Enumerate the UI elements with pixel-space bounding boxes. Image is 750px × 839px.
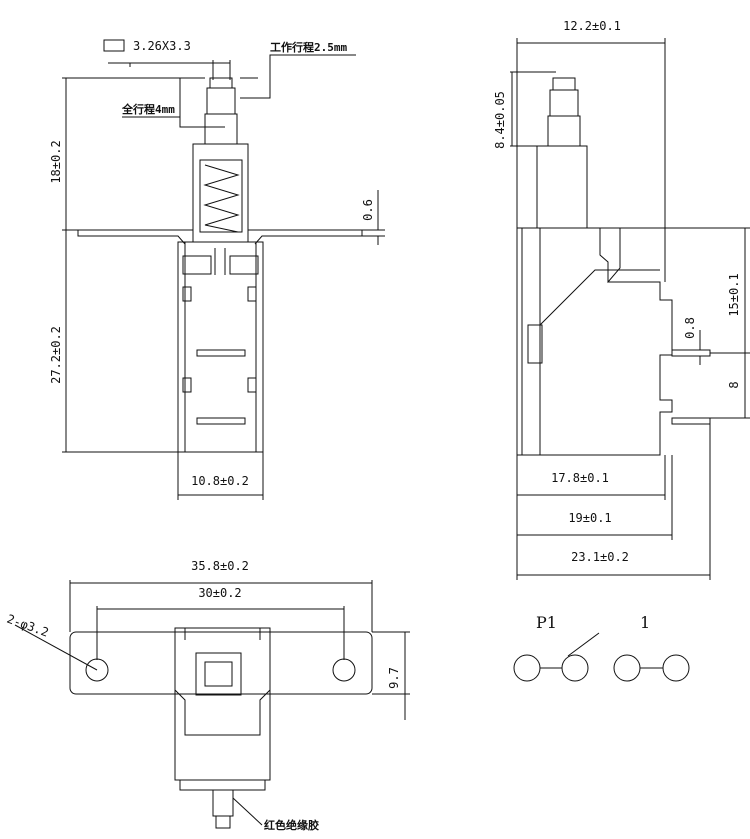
window-4 <box>247 377 257 393</box>
height-top-label: 18±0.2 <box>49 140 63 183</box>
front-view <box>62 39 385 500</box>
side-plunger-shaft <box>549 89 579 117</box>
side-plunger-top <box>552 77 576 91</box>
pin-length-label: 8 <box>727 381 741 388</box>
contact-bar-2 <box>196 417 246 425</box>
hole-spacing-label: 30±0.2 <box>198 586 241 600</box>
bottom-view <box>14 580 410 829</box>
terminal-4 <box>662 654 690 682</box>
flange-left <box>77 230 186 245</box>
mount-flange <box>69 631 373 695</box>
button-inner <box>204 661 233 687</box>
contact-bar-1 <box>196 349 246 357</box>
flange-height-label: 9.7 <box>387 667 401 689</box>
body-height-label: 15±0.1 <box>727 273 741 316</box>
flange-thickness-label: 0.6 <box>361 199 375 221</box>
button-outer <box>195 652 242 696</box>
pin-1 <box>671 349 711 357</box>
latch-right <box>229 255 259 275</box>
width-3-label: 23.1±0.2 <box>571 550 629 564</box>
schematic-label-p1: P1 <box>536 613 557 632</box>
side-body <box>516 227 673 456</box>
spring-cavity <box>199 159 243 233</box>
pin-thickness-label: 0.8 <box>683 317 697 339</box>
side-plunger-neck <box>547 115 581 147</box>
wire-label: 红色绝缘胶 <box>264 818 319 832</box>
spring <box>203 164 240 233</box>
work-travel-label: 工作行程2.5mm <box>270 40 347 54</box>
switch-schematic <box>513 632 690 682</box>
window-3 <box>182 377 192 393</box>
wire-terminal <box>212 789 234 817</box>
terminal-2 <box>561 654 589 682</box>
side-housing-upper <box>536 145 588 229</box>
housing-lower <box>177 241 264 453</box>
schematic-label-1: 1 <box>640 613 650 632</box>
side-latch <box>527 324 543 364</box>
plunger-height-label: 8.4±0.05 <box>493 91 507 149</box>
body-width-label: 10.8±0.2 <box>191 474 249 488</box>
full-travel-label: 全行程4mm <box>121 102 175 116</box>
terminal-1 <box>513 654 541 682</box>
housing-upper <box>192 143 249 243</box>
overall-length-label: 35.8±0.2 <box>191 559 249 573</box>
window-2 <box>247 286 257 302</box>
mount-hole-right <box>332 658 356 682</box>
bottom-housing <box>174 627 271 781</box>
pin-2 <box>671 417 711 425</box>
width-2-label: 19±0.1 <box>568 511 611 525</box>
plunger-shaft <box>206 87 236 115</box>
holes-label: 2-φ3.2 <box>5 612 51 640</box>
terminal-3 <box>613 654 641 682</box>
latch-left <box>182 255 212 275</box>
switch-lever <box>567 632 600 657</box>
flange-right <box>254 230 363 245</box>
button-size-label: 3.26X3.3 <box>133 39 191 53</box>
plunger-neck <box>204 113 238 145</box>
side-width-label: 12.2±0.1 <box>563 19 621 33</box>
side-view <box>510 38 750 580</box>
window-1 <box>182 286 192 302</box>
button-size-symbol <box>103 39 125 52</box>
width-1-label: 17.8±0.1 <box>551 471 609 485</box>
height-body-label: 27.2±0.2 <box>49 326 63 384</box>
